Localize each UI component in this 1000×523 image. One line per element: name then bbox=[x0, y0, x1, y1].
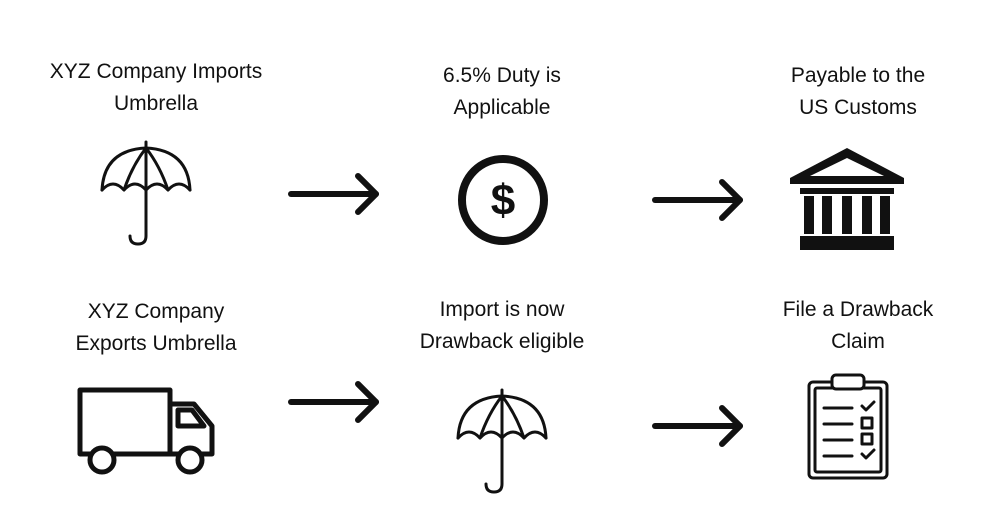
step-label-duty-applicable: 6.5% Duty is Applicable bbox=[443, 64, 561, 119]
umbrella-icon bbox=[454, 388, 550, 496]
arrow-right-icon bbox=[288, 380, 382, 424]
umbrella-icon bbox=[98, 140, 194, 248]
step-label-drawback-eligible: Import is now Drawback eligible bbox=[419, 298, 585, 353]
clipboard-checklist-icon bbox=[806, 372, 890, 482]
step-label-export-umbrella: XYZ Company Exports Umbrella bbox=[75, 300, 237, 355]
dollar-coin-icon: $ bbox=[456, 153, 550, 247]
step-label-file-claim: File a Drawback Claim bbox=[782, 298, 934, 353]
step-label-payable-customs: Payable to the US Customs bbox=[790, 64, 926, 119]
customs-building-icon bbox=[788, 148, 906, 252]
arrow-right-icon bbox=[652, 178, 746, 222]
arrow-right-icon bbox=[288, 172, 382, 216]
delivery-truck-icon bbox=[76, 386, 216, 478]
arrow-right-icon bbox=[652, 404, 746, 448]
dollar-symbol: $ bbox=[491, 176, 515, 225]
step-label-import-umbrella: XYZ Company Imports Umbrella bbox=[49, 60, 263, 115]
